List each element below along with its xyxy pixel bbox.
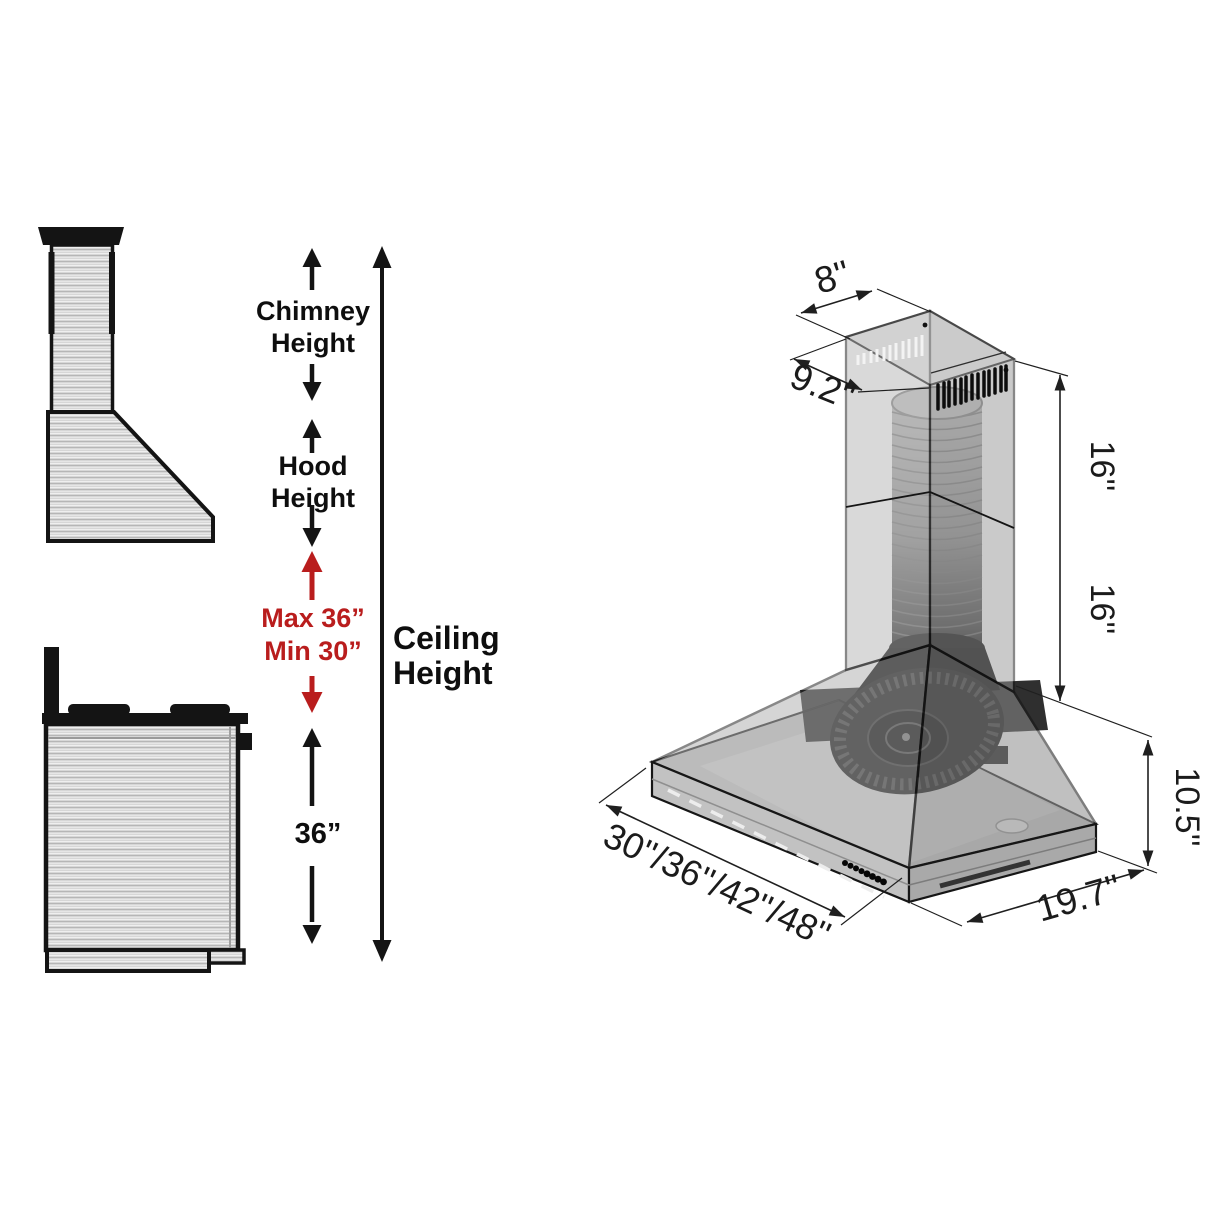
hood-body-height-label: 10.5'' bbox=[1168, 767, 1206, 846]
height-annotation-arrows bbox=[301, 246, 392, 962]
arrow-up-icon bbox=[302, 419, 322, 438]
range-drawer bbox=[45, 948, 211, 973]
range-cooktop-strip bbox=[42, 713, 248, 724]
range-base-step bbox=[205, 948, 246, 965]
chimney-bracket-right bbox=[109, 252, 115, 334]
vent-slots-right bbox=[936, 364, 1008, 411]
dim-line-widths bbox=[605, 804, 846, 918]
hood-chimney-shaft bbox=[49, 243, 115, 414]
red-arrow-down-icon bbox=[301, 692, 323, 713]
range-burner bbox=[170, 704, 230, 715]
dim-line-8in bbox=[800, 290, 873, 314]
ceiling-height-label: Ceiling Height bbox=[393, 620, 500, 692]
red-arrow-up-icon bbox=[301, 551, 323, 572]
range-body bbox=[43, 721, 241, 953]
range-backguard bbox=[44, 647, 59, 717]
hood-height-label: Hood Height bbox=[271, 451, 355, 513]
hood-isometric-drawing: 8'' 9.2'' 16'' 16'' 10.5'' 30''/36''/42'… bbox=[598, 252, 1206, 955]
wall-hood-side-view bbox=[38, 227, 215, 543]
dim-line-19-7in bbox=[966, 869, 1145, 923]
arrow-down-icon bbox=[302, 382, 322, 401]
max-mount-height-label: Max 36” bbox=[261, 603, 365, 633]
arrow-down-icon bbox=[302, 528, 322, 547]
range-knob bbox=[237, 733, 252, 750]
hood-canopy bbox=[46, 410, 215, 543]
telescoping-seam bbox=[845, 491, 931, 508]
arrow-down-icon bbox=[302, 925, 322, 944]
chimney-panels bbox=[843, 309, 1017, 694]
inner-section-edge bbox=[930, 351, 1007, 374]
screw-icon bbox=[922, 322, 928, 328]
upper-chimney-height-label: 16'' bbox=[1083, 441, 1121, 492]
ceiling-height-arrow bbox=[372, 246, 392, 962]
range-burner bbox=[68, 704, 130, 715]
chimney-height-label: Chimney Height bbox=[255, 296, 371, 358]
range-side-view bbox=[42, 647, 252, 973]
dimension-lines bbox=[605, 290, 1154, 923]
lower-chimney-height-label: 16'' bbox=[1083, 584, 1121, 635]
min-mount-height-label: Min 30” bbox=[264, 636, 362, 666]
telescoping-seam bbox=[929, 491, 1015, 529]
hood-chimney-cap bbox=[38, 227, 124, 245]
chimney-bracket-left bbox=[48, 252, 55, 334]
dim-line-9-2in bbox=[793, 358, 863, 391]
chimney-top-face bbox=[843, 309, 1017, 387]
hood-depth-label: 19.7'' bbox=[1032, 866, 1126, 929]
arrow-up-icon bbox=[302, 728, 322, 747]
arrow-up-icon bbox=[372, 246, 392, 268]
arrow-up-icon bbox=[302, 248, 322, 267]
chimney-top-width-label: 8'' bbox=[810, 252, 855, 301]
arrow-down-icon bbox=[372, 940, 392, 962]
range-clearance-label: 36” bbox=[294, 818, 342, 850]
extension-lines bbox=[598, 288, 1158, 927]
